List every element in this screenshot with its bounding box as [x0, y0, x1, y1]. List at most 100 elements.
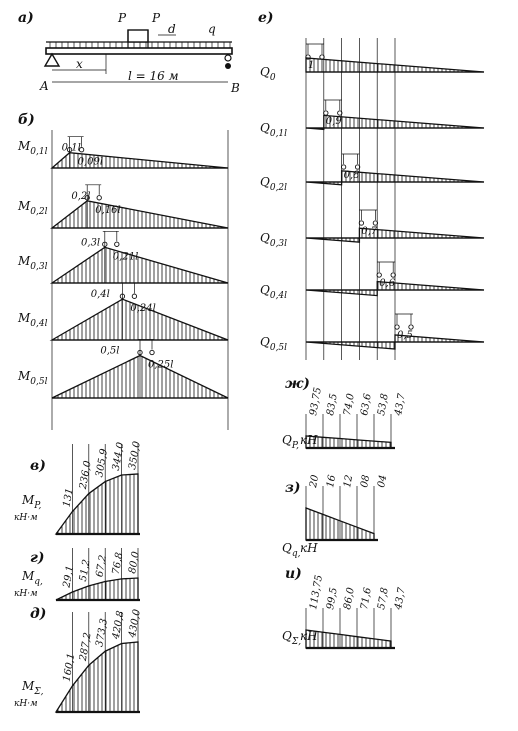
- envelope-value: 63,6: [359, 392, 374, 416]
- beam-schematic: [43, 29, 233, 83]
- panel-e-label: е): [258, 10, 274, 26]
- shear-positive-area: [323, 114, 485, 129]
- envelope-value: 113,75: [308, 574, 325, 610]
- shear-line-label: Q0,2l: [260, 175, 287, 193]
- moment-position-label: 0,4l: [91, 289, 110, 300]
- envelope-value: 373,3: [94, 618, 110, 648]
- panel-i-label: и): [285, 566, 302, 582]
- moment-ordinate-label: 0,16l: [95, 205, 120, 216]
- shear-negative-area: [305, 127, 325, 131]
- envelope-value: 76,8: [111, 552, 126, 576]
- moment-line-label: M0,5l: [17, 369, 48, 387]
- envelope-value: 420,8: [111, 610, 127, 641]
- moment-position-label: 0,2l: [71, 191, 90, 202]
- shear-ordinate-label: 0,7: [361, 226, 378, 237]
- shear-line-label: Q0,1l: [260, 121, 287, 139]
- envelope-label: Mq,: [21, 569, 43, 587]
- envelope-value: 305,9: [94, 447, 110, 478]
- envelope-unit: кН·м: [14, 513, 38, 523]
- envelope-value: 86,0: [342, 586, 357, 610]
- shear-line-label: Q0: [260, 65, 276, 83]
- shear-ordinate-label: 0,5: [397, 330, 413, 341]
- envelope-value: 93,75: [308, 386, 324, 416]
- envelope-unit: кН·м: [14, 699, 38, 709]
- moment-influence-area: [49, 246, 229, 284]
- moment-position-label: 0,5l: [100, 346, 119, 357]
- envelope-value: 12: [342, 474, 355, 488]
- envelope-label: QΣ,: [282, 629, 301, 647]
- shear-line-label: Q0,4l: [260, 283, 287, 301]
- load-p2-label: P: [151, 11, 161, 25]
- envelope-value: 51,2: [78, 559, 93, 583]
- load-p1-label: P: [117, 11, 127, 25]
- envelope-value: 131: [62, 487, 76, 508]
- moment-influence-area: [50, 200, 229, 229]
- spacing-d-label: d: [168, 22, 176, 36]
- envelope-value: 344,0: [111, 441, 127, 472]
- envelope-value: 67,2: [94, 554, 109, 578]
- envelope-value: 350,0: [127, 440, 143, 471]
- panel-a-label: а): [18, 10, 34, 26]
- envelope-value: 20: [308, 473, 321, 489]
- moment-position-label: 0,3l: [81, 237, 100, 248]
- shear-ordinate-label: 0,6: [379, 278, 396, 289]
- support-a-label: A: [39, 79, 49, 93]
- moment-line-label: M0,1l: [17, 139, 48, 157]
- envelope-value: 29,1: [61, 565, 76, 590]
- panel-g-label: г): [30, 550, 45, 566]
- shear-negative-area: [305, 181, 343, 186]
- span-label: l = 16 м: [128, 69, 179, 83]
- envelope-value: 160,1: [62, 652, 78, 682]
- envelope-value: 53,8: [376, 393, 391, 417]
- envelope-value: 74,0: [342, 392, 357, 416]
- moment-ordinate-label: 0,25l: [148, 360, 173, 371]
- envelope-unit: кН: [300, 541, 318, 555]
- envelope-label: QP,: [282, 433, 299, 451]
- shear-influence-lines: Q01Q0,1l0,9Q0,2l0,8Q0,3l0,7Q0,4l0,6Q0,5l…: [260, 38, 485, 360]
- envelope-label: MΣ,: [21, 679, 44, 697]
- envelope-value: 71,6: [359, 586, 374, 610]
- envelope-value: 236,0: [78, 459, 94, 491]
- envelope-value: 287,2: [78, 632, 94, 663]
- moment-line-label: M0,2l: [17, 199, 48, 217]
- moment-line-label: M0,3l: [17, 254, 48, 272]
- envelope-label: MP,: [21, 493, 42, 511]
- shear-negative-area: [305, 289, 378, 297]
- panel-zh-label: ж): [285, 376, 310, 392]
- support-b-label: B: [230, 81, 240, 95]
- envelope-value: 16: [325, 473, 338, 488]
- panel-b-label: б): [18, 112, 35, 128]
- panel-z-label: з): [285, 480, 301, 496]
- shear-positive-area: [340, 170, 485, 183]
- panel-d-label: д): [30, 606, 46, 622]
- shear-line-label: Q0,3l: [260, 231, 287, 249]
- shear-ordinate-label: 0,8: [344, 170, 360, 181]
- shear-positive-area: [358, 227, 485, 239]
- envelope-value: 43,7: [393, 586, 408, 611]
- envelope-unit: кН: [300, 629, 318, 643]
- shear-positive-area: [394, 334, 485, 343]
- shear-negative-area: [305, 237, 361, 243]
- moment-line-label: M0,4l: [17, 311, 48, 329]
- envelope-value: 83,5: [325, 393, 340, 417]
- load-q-label: q: [208, 22, 216, 36]
- moment-ordinate-label: 0,09l: [78, 157, 103, 168]
- envelope-value: 08: [359, 474, 372, 488]
- shear-positive-area: [376, 280, 485, 291]
- x-label: x: [76, 57, 83, 71]
- moment-position-label: 0,1l: [62, 143, 81, 154]
- envelope-value: 43,7: [393, 392, 408, 417]
- moment-ordinate-label: 0,24l: [130, 303, 155, 314]
- shear-ordinate-label: 0,9: [326, 116, 343, 127]
- envelope-label: Qq,: [282, 541, 301, 559]
- shear-ordinate-label: 1: [308, 60, 314, 71]
- moment-ordinate-label: 0,21l: [113, 251, 138, 262]
